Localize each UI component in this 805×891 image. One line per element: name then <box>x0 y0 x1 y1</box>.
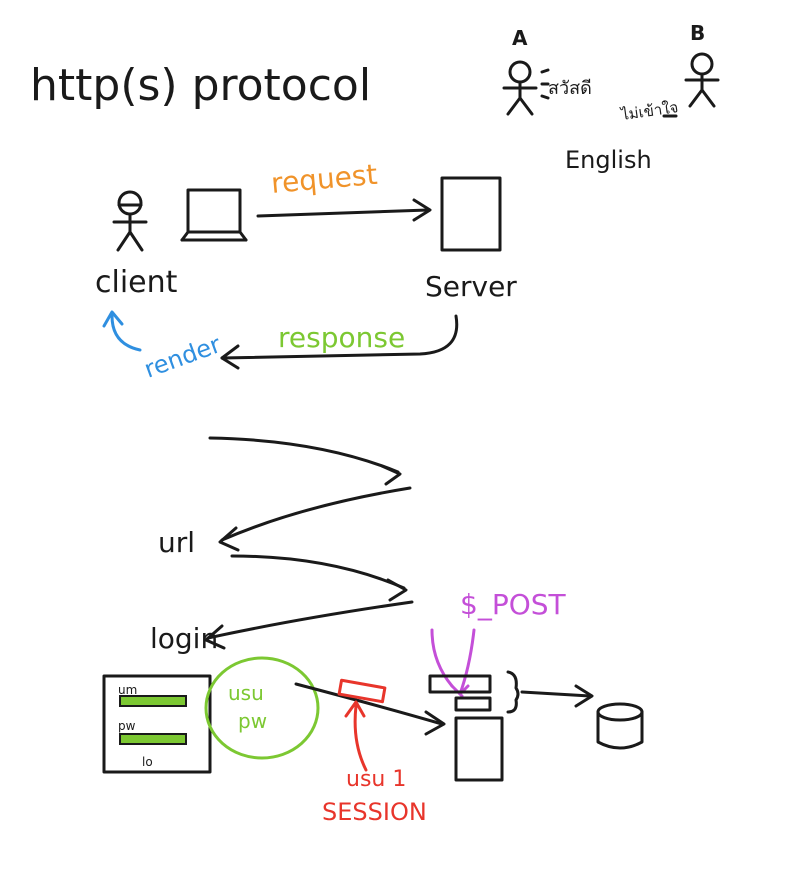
request-arrow <box>256 198 432 222</box>
page-title: http(s) protocol <box>30 60 371 111</box>
actor-b: B ไม่เข้าใจ <box>619 21 720 124</box>
form-pass-label: pw <box>118 719 136 733</box>
database-arrow <box>520 684 594 708</box>
laptop-icon <box>180 188 248 242</box>
bubble-user-text: usu <box>228 681 264 705</box>
login-form: um pw lo <box>102 674 212 774</box>
form-button-label: lo <box>142 755 153 769</box>
database-icon <box>596 702 644 750</box>
render-arrow <box>102 310 142 352</box>
client-label: client <box>95 265 178 300</box>
bubble-pass-text: pw <box>238 709 267 733</box>
server-2-icon <box>428 670 520 782</box>
session-cookie-icon <box>337 678 387 704</box>
actor-a-label: A <box>512 26 528 50</box>
username-field <box>119 695 187 707</box>
zigzag-arrow-2 <box>218 486 412 552</box>
actor-a: A สวัสดี <box>502 26 592 116</box>
session-note: usu 1 <box>346 767 406 792</box>
request-label: request <box>270 158 379 200</box>
session-label: SESSION <box>322 798 427 826</box>
post-arrows <box>430 628 476 698</box>
render-label: render <box>140 330 224 383</box>
credentials-bubble: usu pw <box>204 656 320 760</box>
actor-b-speech: ไม่เข้าใจ <box>619 98 679 124</box>
language-note: English <box>565 146 652 174</box>
speech-marks <box>540 68 550 100</box>
server-label: Server <box>425 270 517 303</box>
session-pointer-arrow <box>344 700 368 772</box>
zigzag-arrow-1 <box>208 436 402 486</box>
url-label: url <box>158 526 195 559</box>
client-figure-icon <box>112 190 148 252</box>
stick-figure-icon <box>502 60 538 116</box>
submit-arrow <box>294 682 446 736</box>
actor-a-speech: สวัสดี <box>548 78 592 99</box>
zigzag-arrow-3 <box>230 554 408 602</box>
login-label: login <box>150 622 218 655</box>
post-label: $_POST <box>460 588 567 621</box>
response-arrow <box>220 314 459 370</box>
zigzag-arrow-4 <box>204 600 414 650</box>
response-label: response <box>278 321 405 354</box>
password-field <box>119 733 187 745</box>
form-user-label: um <box>118 683 137 697</box>
stick-figure-icon <box>684 52 720 108</box>
server-icon <box>440 176 502 252</box>
actor-b-label: B <box>690 21 705 45</box>
